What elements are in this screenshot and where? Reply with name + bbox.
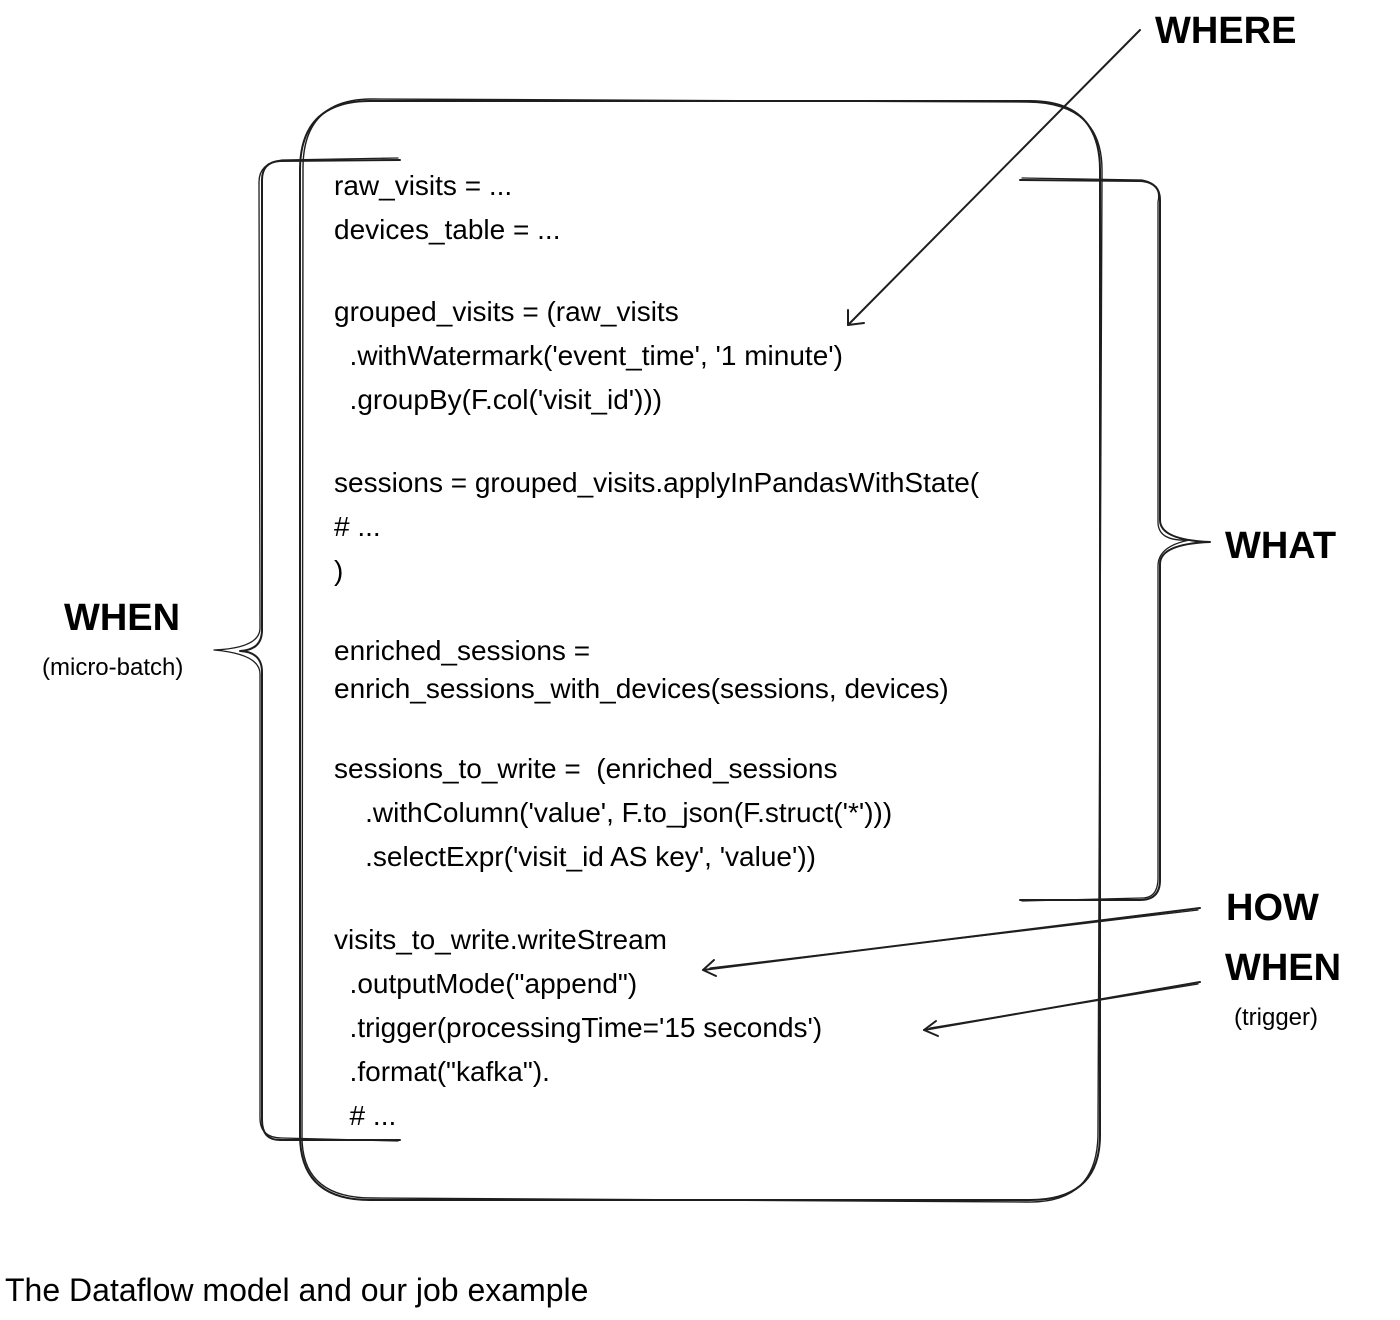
- where-label: WHERE: [1155, 10, 1297, 52]
- code-line: .format("kafka").: [334, 1056, 550, 1087]
- code-line: .selectExpr('visit_id AS key', 'value')): [334, 841, 816, 872]
- code-line: enrich_sessions_with_devices(sessions, d…: [334, 673, 949, 704]
- when-trigger-arrowhead: [923, 1020, 939, 1037]
- code-line: .groupBy(F.col('visit_id'))): [334, 384, 663, 415]
- code-line: .withWatermark('event_time', '1 minute'): [334, 340, 843, 371]
- how-arrow-stroke2: [709, 909, 1199, 969]
- right-brace-stroke2: [1021, 177, 1191, 902]
- code-line: sessions = grouped_visits.applyInPandasW…: [334, 467, 980, 498]
- code-container-box: [299, 100, 1101, 1201]
- code-line: # ...: [334, 1100, 397, 1131]
- how-label: HOW: [1226, 887, 1319, 929]
- code-line: devices_table = ...: [334, 214, 561, 245]
- code-line: visits_to_write.writeStream: [334, 924, 667, 955]
- code-line: .outputMode("append"): [334, 968, 638, 999]
- code-line: .withColumn('value', F.to_json(F.struct(…: [334, 797, 893, 828]
- how-arrowhead: [702, 959, 717, 977]
- code-container-box-stroke2: [301, 98, 1103, 1203]
- code-line: enriched_sessions =: [334, 635, 591, 666]
- micro-batch-sublabel: (micro-batch): [42, 654, 184, 681]
- code-line: .trigger(processingTime='15 seconds'): [334, 1012, 823, 1043]
- code-line: # ...: [334, 511, 381, 542]
- code-line: raw_visits = ...: [334, 170, 513, 201]
- what-label: WHAT: [1225, 525, 1337, 567]
- code-line: sessions_to_write = (enriched_sessions: [334, 753, 838, 784]
- when-trigger-label: WHEN: [1225, 947, 1342, 989]
- code-line: grouped_visits = (raw_visits: [334, 296, 679, 327]
- code-line: ): [334, 555, 344, 586]
- trigger-sublabel: (trigger): [1234, 1004, 1319, 1031]
- when-trigger-arrow-stroke2: [929, 983, 1199, 1029]
- figure-caption: The Dataflow model and our job example: [5, 1272, 589, 1308]
- when-micro-batch-label: WHEN: [64, 597, 181, 639]
- left-brace-stroke2: [213, 157, 399, 1142]
- where-arrow: [847, 29, 1141, 326]
- where-arrowhead: [847, 309, 865, 326]
